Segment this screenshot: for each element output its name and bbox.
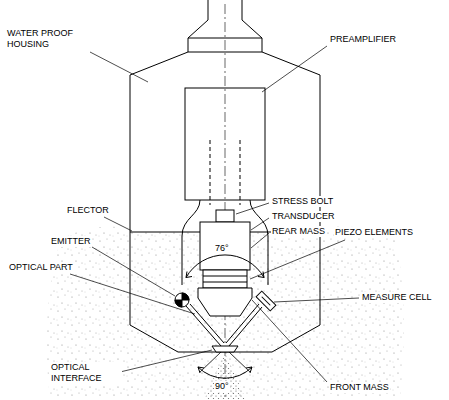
optical-interface [212, 346, 238, 352]
part-label: FLECTOR [66, 205, 110, 216]
part-label: 76° [214, 243, 230, 254]
part-label: 90° [214, 381, 230, 392]
leader-lines [70, 46, 359, 382]
rear-mass [200, 222, 250, 270]
water-region [47, 226, 404, 400]
part-label: WATER PROOF HOUSING [6, 28, 92, 50]
part-label: PREAMPLIFIER [329, 34, 397, 45]
part-label: FRONT MASS [329, 382, 390, 393]
part-label: OPTICAL PART [8, 262, 74, 273]
stress-bolt [216, 210, 234, 222]
angle-arc-90 [198, 367, 252, 378]
emitter-symbol [175, 293, 189, 307]
part-label: TRANSDUCER [271, 211, 336, 222]
part-label: STRESS BOLT [271, 196, 334, 207]
piezo-stack [203, 270, 247, 288]
axis [225, 4, 226, 398]
part-label: EMITTER [50, 236, 92, 247]
front-mass [198, 288, 252, 316]
part-label: PIEZO ELEMENTS [334, 227, 414, 238]
part-label: REAR MASS [271, 226, 326, 237]
optical-beams [186, 304, 262, 346]
angle-arc-76 [186, 255, 264, 278]
beam-cone [204, 352, 246, 400]
part-label: MEASURE CELL [361, 292, 433, 303]
preamplifier-box [185, 88, 265, 200]
part-label: OPTICAL INTERFACE [50, 362, 122, 384]
